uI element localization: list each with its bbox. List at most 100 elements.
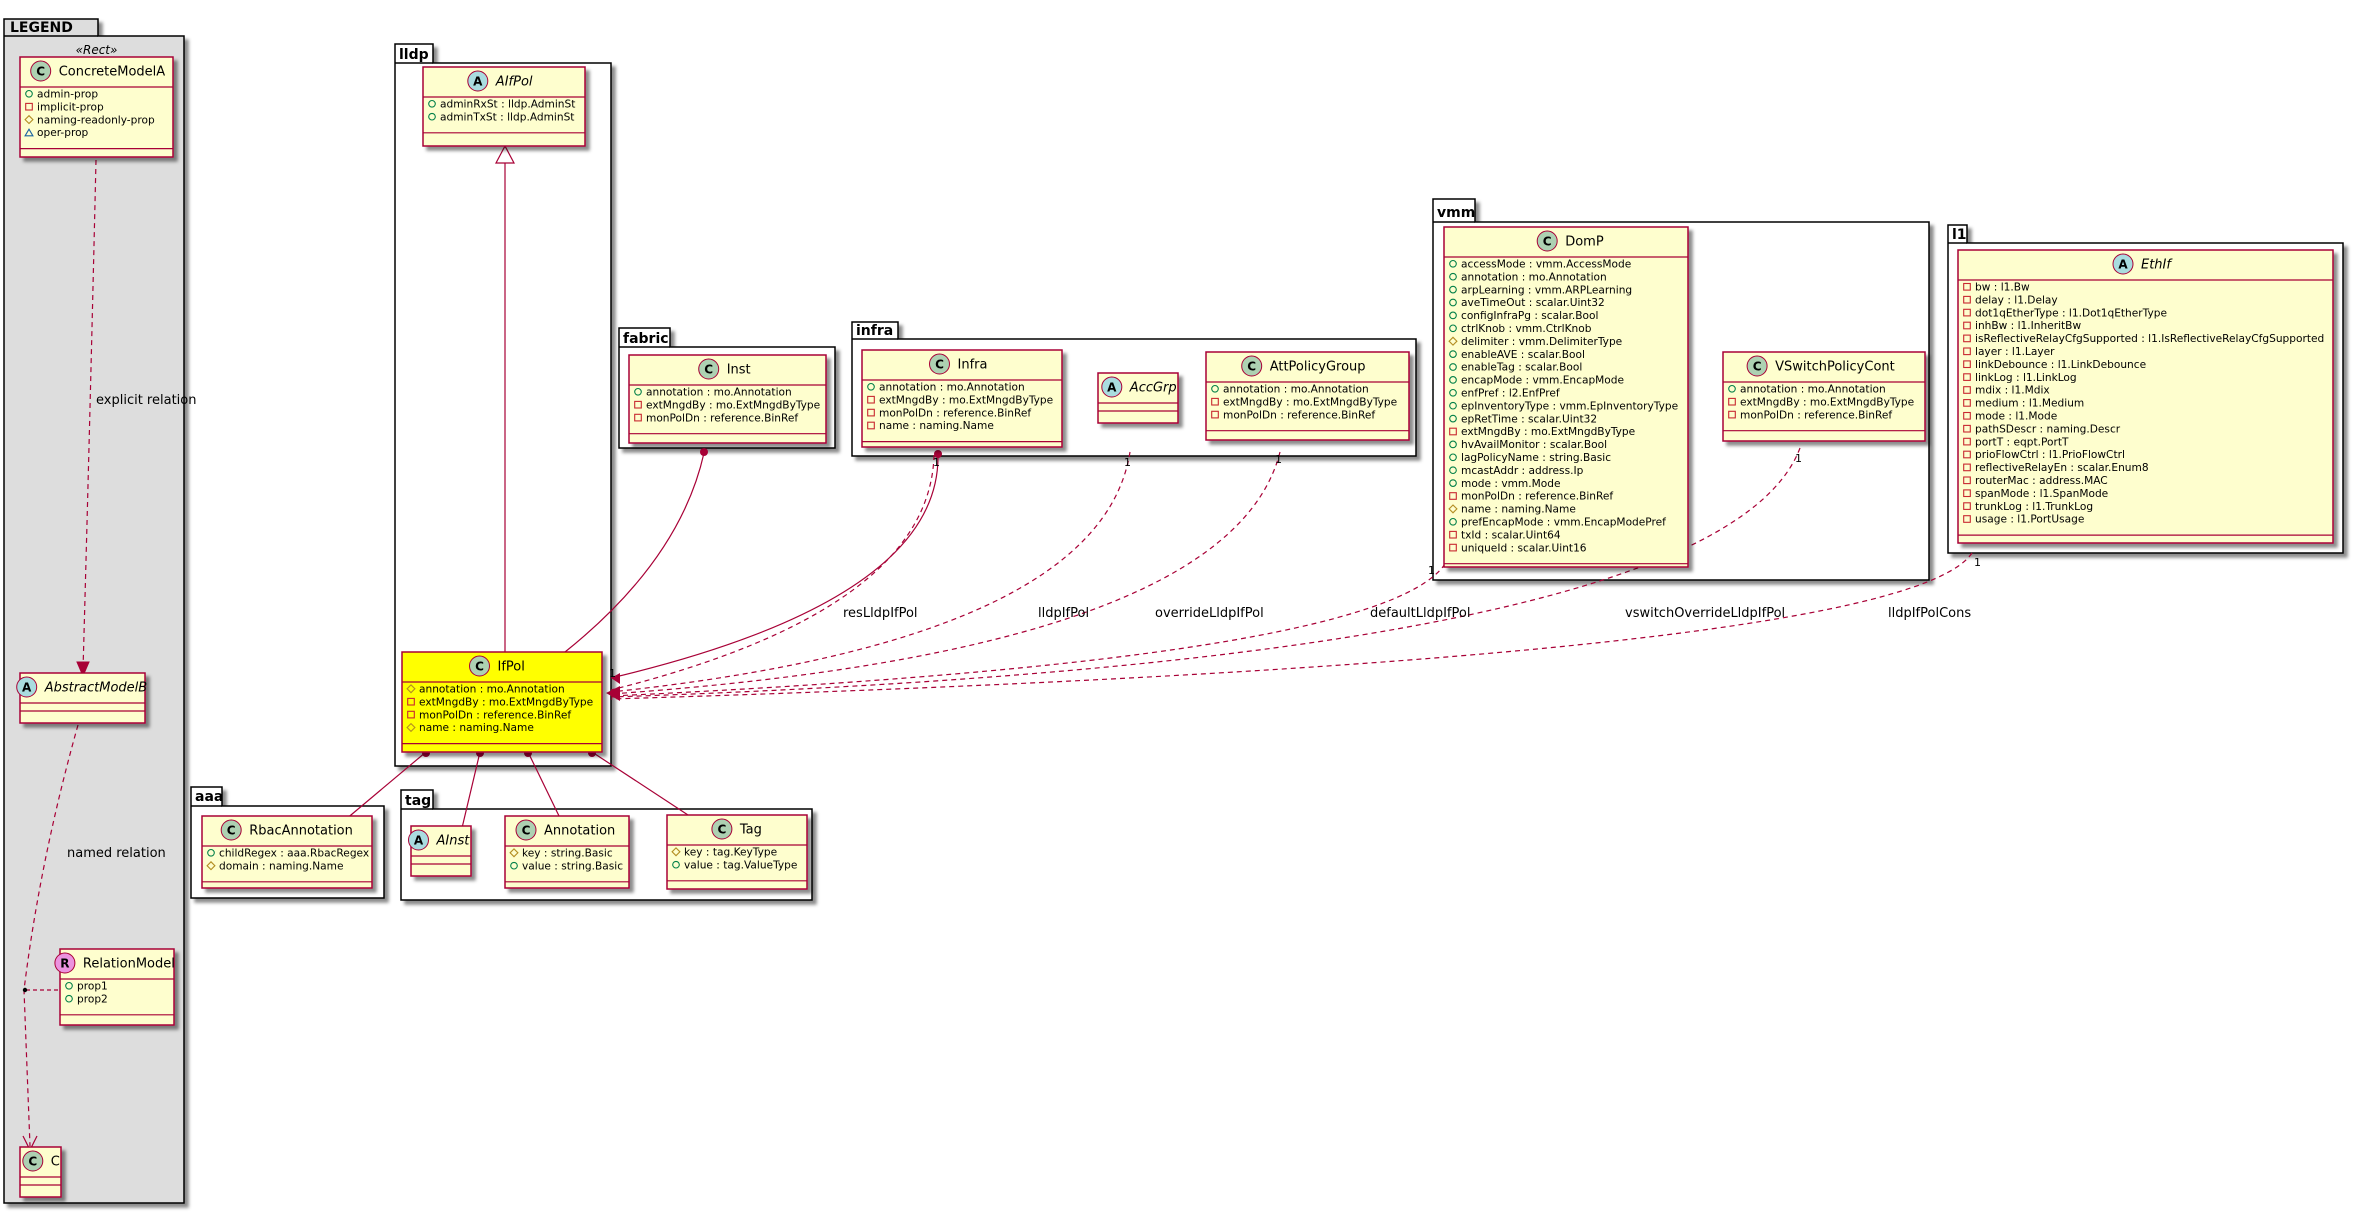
visibility-private-icon (1963, 411, 1971, 420)
attribute: monPolDn : reference.BinRef (419, 709, 571, 721)
class-kind-letter: C (475, 660, 484, 674)
visibility-public-icon (1449, 414, 1457, 423)
attribute: epRetTime : scalar.Uint32 (1461, 413, 1597, 425)
class-circle-icon (1746, 355, 1768, 377)
visibility-private-icon (1963, 424, 1971, 433)
visibility-private-icon (407, 710, 415, 719)
visibility-protected-icon (1448, 504, 1458, 514)
attribute: key : tag.KeyType (684, 847, 777, 859)
attribute: extMngdBy : mo.ExtMngdByType (1223, 396, 1397, 408)
attribute: delay : l1.Delay (1975, 294, 2058, 306)
multiplicity-vswitchpolicycont: 1 (1795, 452, 1802, 465)
visibility-public-icon (1449, 324, 1457, 333)
ifpol-tag-line (591, 751, 689, 816)
class-name: AInst (436, 834, 471, 849)
relations-layer (22, 144, 1973, 1152)
attribute: annotation : mo.Annotation (1461, 271, 1607, 283)
attribute: annotation : mo.Annotation (1740, 384, 1886, 396)
visibility-private-icon (1449, 530, 1457, 539)
ifpol-ainst-line (461, 751, 481, 829)
attribute: dot1qEtherType : l1.Dot1qEtherType (1975, 307, 2167, 319)
visibility-public-icon (672, 860, 680, 869)
attribute: epInventoryType : vmm.EpInventoryType (1461, 400, 1678, 412)
attribute: value : string.Basic (522, 860, 623, 872)
attribute: extMngdBy : mo.ExtMngdByType (1740, 396, 1914, 408)
visibility-private-icon (1963, 515, 1971, 523)
attribute: enfPref : l2.EnfPref (1461, 388, 1560, 400)
class-name: Infra (958, 358, 988, 373)
attribute: configInfraPg : scalar.Bool (1461, 310, 1598, 322)
relation-circle-icon (54, 952, 76, 974)
relation-junction-dot (22, 987, 28, 993)
class-kind-letter: A (414, 834, 424, 848)
attribute: oper-prop (37, 127, 89, 139)
visibility-private-icon (1963, 373, 1971, 381)
class-circle-icon (711, 818, 733, 840)
abstract-circle-icon (467, 70, 489, 92)
visibility-private-icon (634, 413, 642, 422)
abstract-circle-icon (2112, 253, 2134, 275)
visibility-public-icon (1449, 350, 1457, 358)
class-circle-icon (515, 819, 537, 841)
class-kind-letter: C (704, 363, 713, 377)
visibility-private-icon (1211, 410, 1219, 419)
stereotype-label: «Rect» (76, 43, 118, 57)
class-circle-icon (1241, 355, 1263, 377)
overrideLldpIfPol-label: overrideLldpIfPol (1155, 606, 1264, 621)
class-name: RbacAnnotation (249, 824, 353, 839)
class-kind-letter: C (28, 1155, 37, 1169)
attribute: monPolDn : reference.BinRef (1461, 491, 1613, 503)
package-infra-label: infra (856, 323, 893, 339)
visibility-private-icon (1963, 295, 1971, 304)
infra-ifpol-composition-line (610, 454, 939, 679)
attribute: childRegex : aaa.RbacRegex (219, 848, 369, 860)
attribute: admin-prop (37, 89, 98, 101)
lldpIfPolCons-label: lldpIfPolCons (1888, 606, 1971, 621)
overrideLldpIfPol-line (610, 451, 1281, 695)
attribute: uniqueId : scalar.Uint16 (1461, 542, 1587, 554)
attribute: prop1 (77, 981, 108, 993)
named-relation-label: named relation (67, 846, 166, 861)
visibility-protected-icon (1448, 336, 1458, 346)
visibility-private-icon (1963, 463, 1971, 472)
class-name: Annotation (544, 824, 615, 839)
visibility-public-icon (1211, 384, 1219, 393)
package-lldp-label: lldp (399, 47, 429, 63)
visibility-public-icon (207, 848, 215, 857)
attribute: extMngdBy : mo.ExtMngdByType (646, 399, 820, 411)
attribute: implicit-prop (37, 101, 104, 113)
attribute: prop2 (77, 993, 108, 1005)
visibility-public-icon (65, 994, 73, 1003)
attribute: linkDebounce : l1.LinkDebounce (1975, 359, 2146, 371)
attribute: mode : vmm.Mode (1461, 478, 1561, 490)
attribute: usage : l1.PortUsage (1975, 514, 2084, 526)
visibility-public-icon (867, 382, 875, 391)
visibility-protected-icon (406, 684, 416, 694)
visibility-public-icon (1449, 466, 1457, 475)
visibility-public-icon (1449, 453, 1457, 462)
class-name: Inst (727, 363, 751, 378)
visibility-private-icon (867, 408, 875, 417)
visibility-public-icon (1449, 363, 1457, 371)
multiplicity-accgrp: 1 (1124, 456, 1131, 469)
class-kind-letter: R (60, 957, 69, 971)
class-name: Tag (739, 823, 762, 838)
visibility-public-icon (1449, 285, 1457, 294)
multiplicity-ifpol: 1 (609, 667, 616, 680)
class-kind-letter: C (1247, 360, 1256, 374)
package-lldp: lldp (394, 43, 612, 767)
attribute: spanMode : l1.SpanMode (1975, 488, 2108, 500)
attribute: trunkLog : l1.TrunkLog (1975, 501, 2093, 513)
attribute: monPolDn : reference.BinRef (646, 412, 798, 424)
visibility-public-icon (1449, 259, 1457, 268)
attribute: domain : naming.Name (219, 860, 344, 872)
